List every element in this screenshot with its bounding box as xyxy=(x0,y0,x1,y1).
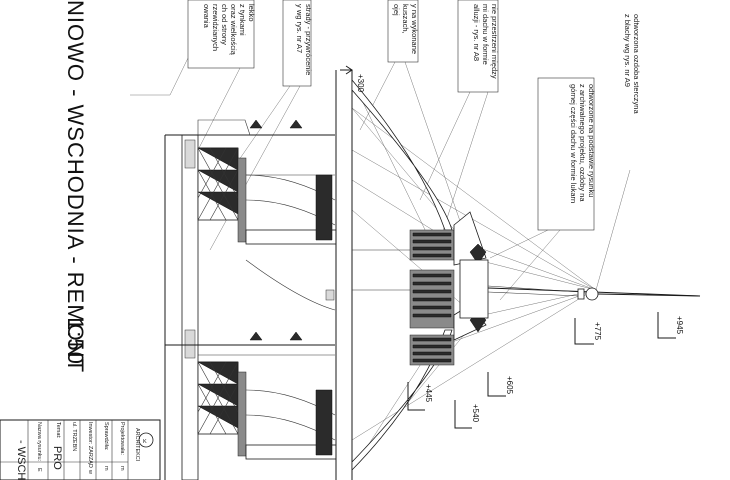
louver-dormers xyxy=(409,229,455,366)
note-line: y na wykonane xyxy=(410,4,419,54)
level-label: +945 xyxy=(675,316,684,335)
note-dormer: y na wykonane kuszach, ojej xyxy=(392,4,419,54)
level-marker-540: +540 xyxy=(454,400,480,429)
title-row-label: ul. TRZEBN xyxy=(71,422,77,451)
title-row-value: m xyxy=(103,466,109,471)
note-finial: odtworzona ozdoba sterczyna z blachy wg … xyxy=(623,14,641,114)
note-line: mi dachu w formie xyxy=(481,4,490,65)
note-roof-space: nie przestrzeni między mi dachu w formie… xyxy=(472,4,499,79)
lukarn-ornaments xyxy=(453,211,489,341)
note-top-left: lekko z tynkami oraz wielkością ch od st… xyxy=(202,4,256,56)
topic-value: PRO xyxy=(51,446,63,470)
note-line: z blachy wg rys. nr A9 xyxy=(623,14,632,87)
drawing-scale: 1:50 xyxy=(63,318,88,365)
title-block: K ARCHITEKCI Projektowała: m Sprawdziła:… xyxy=(0,419,161,480)
note-line: strady - przywrócenie xyxy=(304,4,313,75)
lattice-panel-lower xyxy=(197,361,239,435)
note-line: kuszach, xyxy=(401,4,410,34)
drawing-title: NIOWO - WSCHODNIA - REMONT xyxy=(63,0,88,373)
note-column: strady - przywrócenie y wg rys. nr A7 xyxy=(295,4,313,75)
k-logo-icon xyxy=(138,432,154,448)
drawing-name-value: - WSCH xyxy=(15,440,27,480)
note-frame-dormer xyxy=(387,0,419,63)
note-line: odtworzona ozdoba sterczyna xyxy=(632,14,641,114)
notes-frames xyxy=(187,0,595,231)
note-line: z tynkami xyxy=(238,4,247,36)
note-line: rzewidzianych xyxy=(211,4,220,51)
note-line: odtworzone na podstawie rysunku xyxy=(587,84,596,197)
title-row-label: Sprawdziła: xyxy=(103,422,109,451)
logo-letter: K xyxy=(143,439,147,445)
firm-name: ARCHITEKCI xyxy=(134,428,140,462)
title-row-value: w xyxy=(87,469,93,474)
drawing-title-group: NIOWO - WSCHODNIA - REMONT 1:50 xyxy=(63,0,88,373)
lattice-panel-upper xyxy=(197,147,239,221)
level-label: +775 xyxy=(593,322,602,341)
title-row-value: E xyxy=(36,468,42,472)
note-line: ojej xyxy=(392,4,401,16)
level-marker-775: +775 xyxy=(574,318,602,345)
note-line: alluzji - rys. nr A8 xyxy=(472,4,481,61)
note-frame-roof-space xyxy=(457,0,499,93)
note-line: nie przestrzeni między xyxy=(490,4,499,79)
note-line: ch od strony xyxy=(220,4,229,45)
level-marker-945: +945 xyxy=(657,312,684,339)
note-frame-top-left xyxy=(187,0,255,69)
level-label: +300 xyxy=(356,74,365,93)
note-line: y wg rys. nr A7 xyxy=(295,4,304,53)
level-marker-300: +300 xyxy=(340,65,365,93)
note-line: oraz wielkością xyxy=(229,4,238,56)
note-ornament: odtworzone na podstawie rysunku z archiw… xyxy=(569,84,596,203)
note-frame-column xyxy=(282,0,312,87)
porch-columns xyxy=(237,157,337,460)
title-row-label: Inwestor: ZARZĄD xyxy=(87,422,93,468)
title-row-label: Temat: xyxy=(55,422,61,439)
level-label: +605 xyxy=(505,376,514,395)
left-piers xyxy=(164,134,335,480)
level-label: +445 xyxy=(424,384,433,403)
title-row-label: Projektowała: xyxy=(119,422,125,455)
note-frame-ornament xyxy=(537,77,595,231)
level-label: +540 xyxy=(471,404,480,423)
leader-lines xyxy=(130,57,631,471)
note-line: z archiwalnego projektu, ozdoby na xyxy=(578,84,587,202)
note-line: górnej części dachu w formie lukarn xyxy=(569,84,578,203)
cornice-brackets xyxy=(165,119,335,346)
title-row-label: Nazwa rysunku: xyxy=(36,422,42,462)
elevation-markers: +300 +445 +540 +605 +775 +945 xyxy=(340,65,684,429)
level-marker-445: +445 xyxy=(407,382,433,411)
note-line: owania xyxy=(202,4,211,29)
title-row-value: m xyxy=(119,466,125,471)
spire xyxy=(487,285,701,301)
level-marker-605: +605 xyxy=(487,372,514,397)
finial-ball-icon xyxy=(585,287,599,301)
note-line: lekko xyxy=(247,4,256,22)
